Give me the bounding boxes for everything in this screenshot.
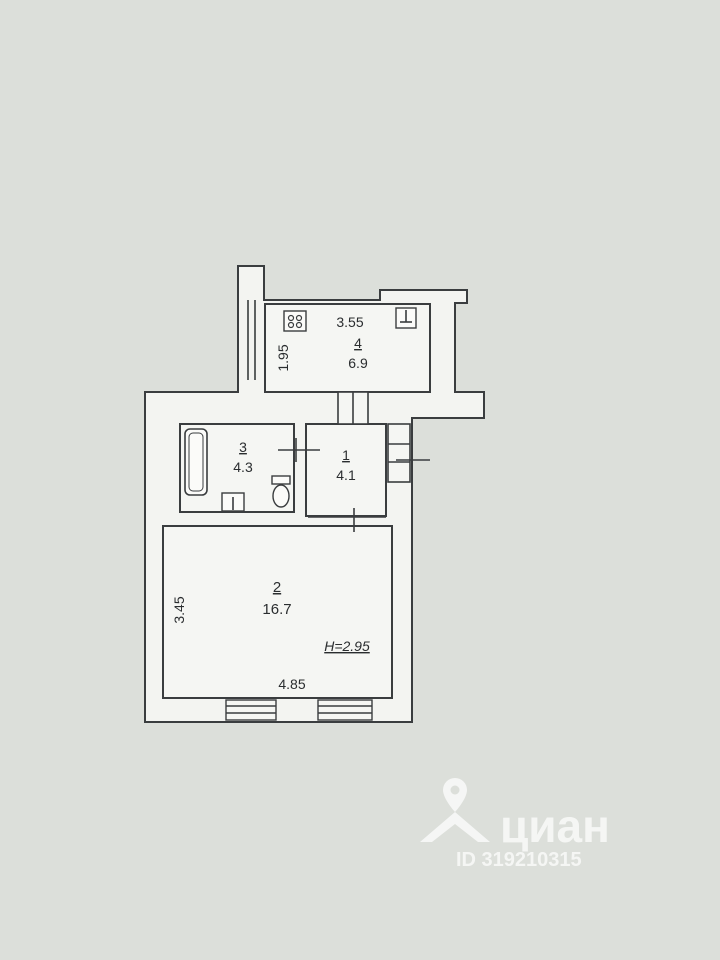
ceiling-height: H=2.95 [324,638,370,654]
watermark: циан ID 319210315 [420,778,610,871]
room-3-area: 4.3 [233,459,253,475]
room-1-number: 1 [342,447,350,463]
sink-icon [221,492,245,512]
dim-room-width: 4.85 [278,676,305,692]
window-right [317,699,373,721]
room-2-number: 2 [273,579,281,596]
kitchen-door [337,391,369,425]
bathroom-door [278,438,320,462]
location-pin-icon [420,778,490,842]
kitchen-wall-hatch [247,300,256,380]
room-1-hall [305,423,387,517]
room-2-area: 16.7 [262,601,291,618]
watermark-id: ID 319210315 [456,849,582,871]
toilet-icon [271,475,291,508]
window-left [225,699,277,721]
room-4-area: 6.9 [348,355,368,371]
room-4-number: 4 [354,335,362,351]
dim-kitchen-depth: 1.95 [275,344,291,371]
dim-room-depth: 3.45 [171,596,187,623]
bathtub-icon [184,428,208,496]
entrance-door [387,423,430,483]
room-1-area: 4.1 [336,467,356,483]
stove-icon [283,310,307,332]
room-3-number: 3 [239,439,247,455]
room-2-living [162,525,393,699]
room-door [308,508,386,532]
watermark-brand: циан [500,800,610,852]
kitchen-sink-icon [395,307,417,329]
dim-kitchen-width: 3.55 [336,314,363,330]
